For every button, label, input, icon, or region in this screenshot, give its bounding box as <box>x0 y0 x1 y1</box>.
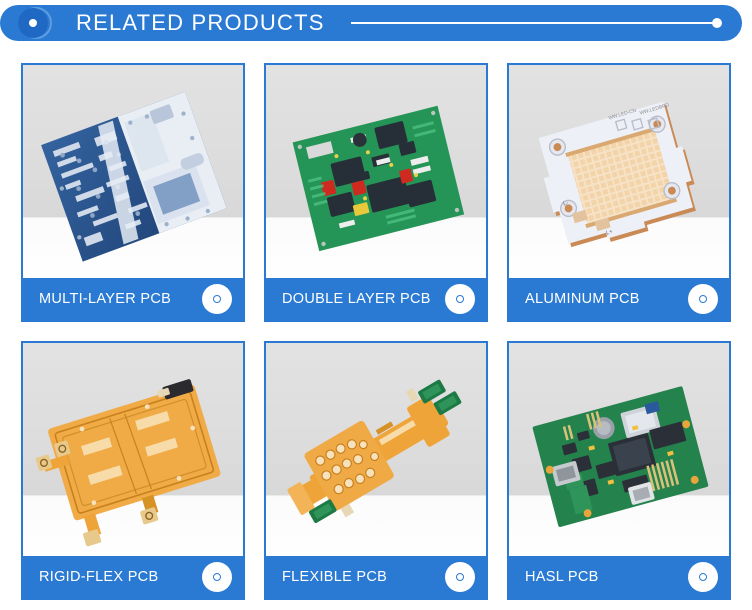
product-label: RIGID-FLEX PCB <box>39 569 159 585</box>
card-caption: RIGID-FLEX PCB <box>23 556 243 598</box>
product-grid: MULTI-LAYER PCB <box>21 63 731 600</box>
section-header: RELATED PRODUCTS <box>0 5 742 41</box>
product-card[interactable]: WW.LED-CN WW.LEDBRD L- L+ ALUMINUM PCB <box>507 63 731 322</box>
card-caption: MULTI-LAYER PCB <box>23 278 243 320</box>
dot-circle-icon <box>18 5 54 41</box>
circle-outline-icon[interactable] <box>445 562 475 592</box>
card-caption: HASL PCB <box>509 556 729 598</box>
product-label: ALUMINUM PCB <box>525 291 640 307</box>
card-caption: FLEXIBLE PCB <box>266 556 486 598</box>
product-card[interactable]: MULTI-LAYER PCB <box>21 63 245 322</box>
product-card[interactable]: DOUBLE LAYER PCB <box>264 63 488 322</box>
aluminum-pcb-photo: WW.LED-CN WW.LEDBRD L- L+ <box>509 65 729 282</box>
double-layer-pcb-photo <box>266 65 486 282</box>
rigid-flex-pcb-photo <box>23 343 243 560</box>
circle-outline-icon[interactable] <box>688 562 718 592</box>
flexible-pcb-photo <box>266 343 486 560</box>
circle-outline-icon[interactable] <box>202 284 232 314</box>
product-card[interactable]: RIGID-FLEX PCB <box>21 341 245 600</box>
multi-layer-pcb-photo <box>23 65 243 282</box>
product-card[interactable]: FLEXIBLE PCB <box>264 341 488 600</box>
card-caption: DOUBLE LAYER PCB <box>266 278 486 320</box>
svg-text:L+: L+ <box>606 229 615 237</box>
product-card[interactable]: HASL PCB <box>507 341 731 600</box>
circle-outline-icon[interactable] <box>688 284 718 314</box>
hasl-pcb-photo <box>509 343 729 560</box>
circle-outline-icon[interactable] <box>202 562 232 592</box>
header-decorative-rule <box>350 18 722 28</box>
svg-text:L-: L- <box>563 200 570 207</box>
product-label: FLEXIBLE PCB <box>282 569 388 585</box>
product-label: HASL PCB <box>525 569 599 585</box>
circle-outline-icon[interactable] <box>445 284 475 314</box>
page-title: RELATED PRODUCTS <box>76 10 325 35</box>
product-label: DOUBLE LAYER PCB <box>282 291 431 307</box>
card-caption: ALUMINUM PCB <box>509 278 729 320</box>
product-label: MULTI-LAYER PCB <box>39 291 172 307</box>
dot-icon <box>712 18 722 28</box>
